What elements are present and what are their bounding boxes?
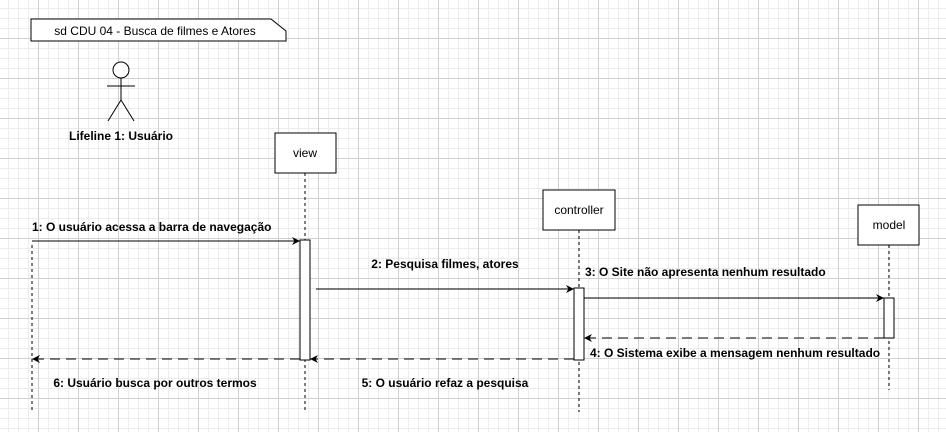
controller-activation-bar <box>573 287 585 361</box>
frame-title: sd CDU 04 - Busca de filmes e Atores <box>54 24 255 38</box>
message-2-label: 2: Pesquisa filmes, atores <box>371 257 519 271</box>
lifeline-model-label: model <box>873 218 906 232</box>
frame-title-tab: sd CDU 04 - Busca de filmes e Atores <box>30 18 287 42</box>
lifeline-controller[interactable]: controller <box>542 189 616 231</box>
actor-label: Lifeline 1: Usuário <box>69 129 173 143</box>
lifeline-controller-label: controller <box>554 203 603 217</box>
message-3-label: 3: O Site não apresenta nenhum resultado <box>585 265 826 279</box>
actor-head <box>112 61 130 79</box>
actor-user[interactable] <box>107 61 135 122</box>
message-5-label: 5: O usuário refaz a pesquisa <box>362 376 529 390</box>
lifeline-view[interactable]: view <box>274 132 337 174</box>
lifeline-view-label: view <box>293 146 317 160</box>
actor-right-leg <box>120 99 135 122</box>
message-4-label: 4: O Sistema exibe a mensagem nenhum res… <box>590 346 880 360</box>
actor-left-leg <box>107 99 122 122</box>
message-6-label: 6: Usuário busca por outros termos <box>53 376 257 390</box>
message-1-label: 1: O usuário acessa a barra de navegação <box>32 220 271 234</box>
view-activation-bar <box>299 239 311 361</box>
lifeline-model[interactable]: model <box>857 204 920 246</box>
model-activation-bar <box>883 297 895 339</box>
